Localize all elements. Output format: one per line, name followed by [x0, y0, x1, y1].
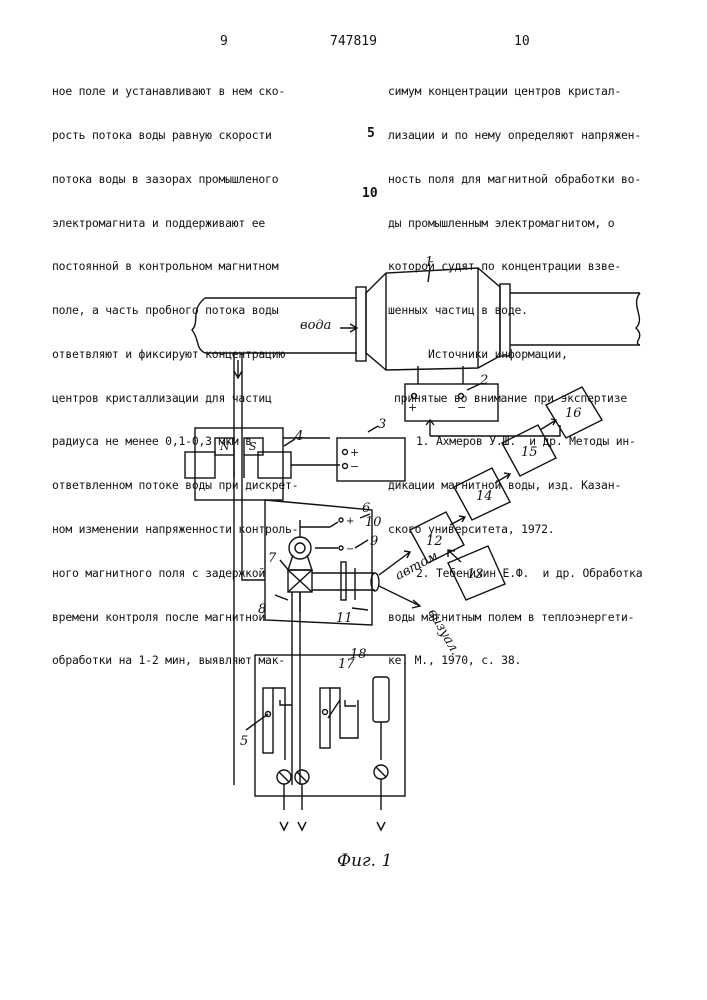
measurement-cell-6 — [265, 500, 420, 625]
ref-14: 14 — [476, 489, 493, 504]
label-auto: автом — [393, 549, 441, 584]
flow-arrow — [340, 324, 357, 332]
ref-12: 12 — [426, 534, 443, 549]
minus-sign: − — [457, 401, 466, 414]
magnet-s-label: S — [249, 440, 257, 453]
ref-10: 10 — [365, 515, 382, 530]
figure-caption: Фиг. 1 — [337, 851, 392, 871]
label-visual: визуал. — [425, 607, 463, 658]
ref-1: 1 — [425, 255, 433, 270]
ref-5: 5 — [240, 734, 248, 749]
plus-sign: + — [350, 446, 359, 459]
ref-4: 4 — [294, 429, 303, 444]
minus-sign: − — [346, 544, 354, 555]
ref-3: 3 — [378, 417, 386, 432]
ref-15: 15 — [521, 445, 538, 460]
magnetic-treatment-unit — [366, 268, 500, 370]
ref-13: 13 — [467, 567, 484, 582]
minus-sign: − — [350, 460, 359, 473]
label-water: вода — [300, 318, 331, 333]
main-pipe — [192, 284, 640, 361]
power-supply-3 — [337, 438, 405, 481]
ref-7: 7 — [268, 551, 277, 566]
ref-11: 11 — [336, 611, 353, 626]
ref-18: 18 — [350, 647, 367, 662]
plus-sign: + — [408, 401, 417, 414]
ref-16: 16 — [565, 406, 582, 421]
plus-sign: + — [346, 516, 354, 527]
ref-8: 8 — [258, 602, 266, 617]
control-magnet-4 — [185, 428, 340, 500]
ref-6: 6 — [362, 501, 370, 516]
ref-2: 2 — [479, 373, 488, 388]
magnet-n-label: N — [219, 440, 230, 453]
rotameter-panel-17 — [255, 655, 405, 830]
ref-9: 9 — [370, 534, 378, 549]
